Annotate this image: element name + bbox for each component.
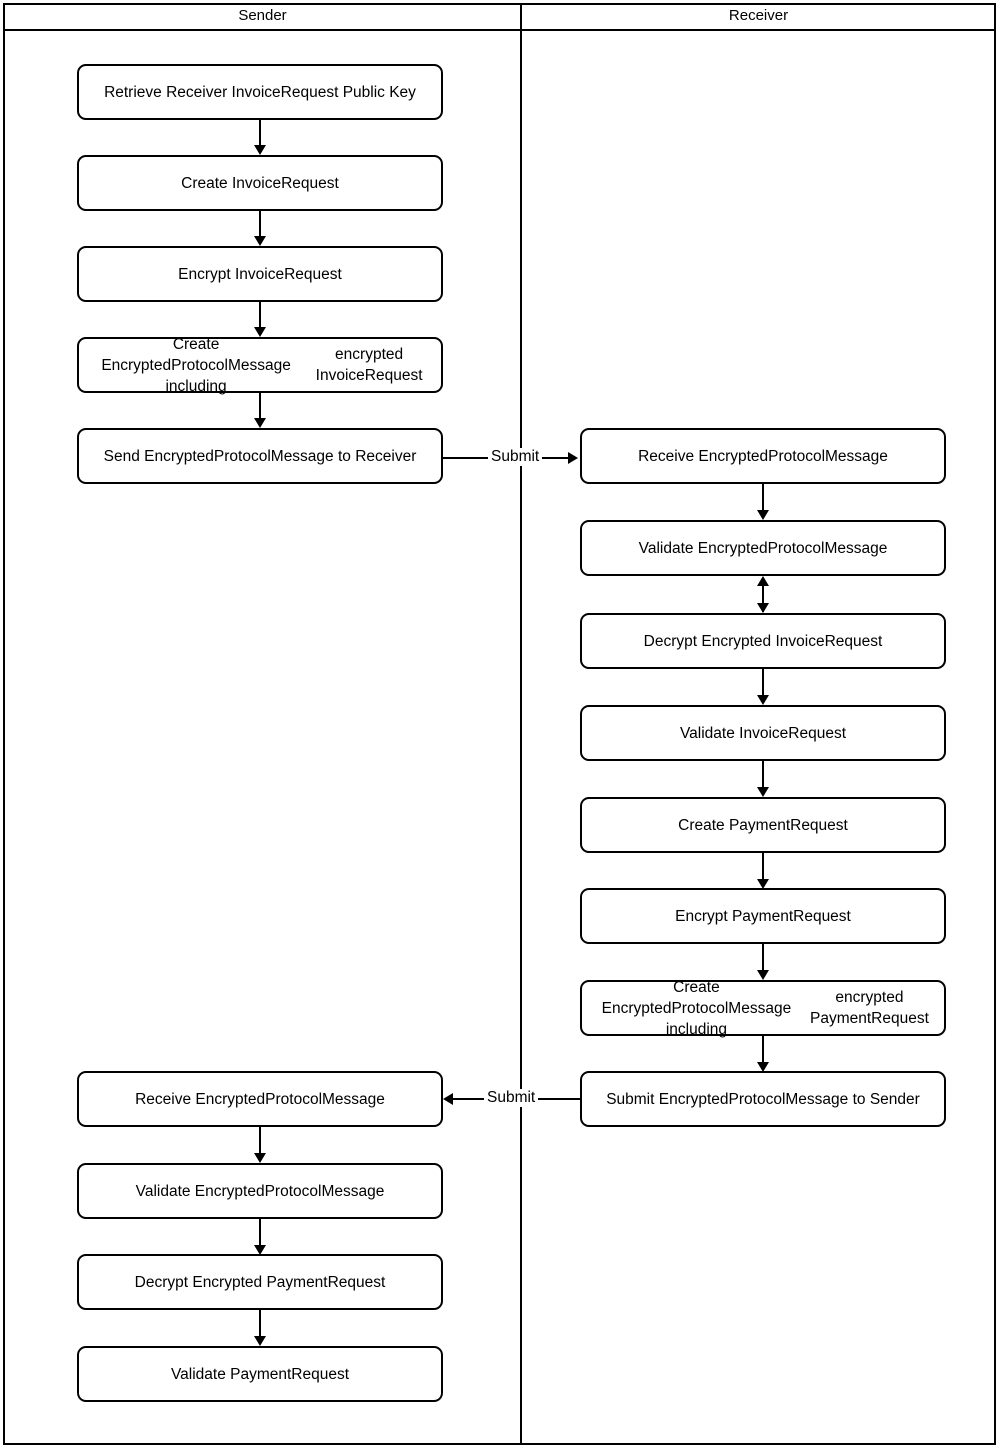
node-create-invoicerequest[interactable]: Create InvoiceRequest — [77, 155, 443, 211]
node-create-epm-paymentrequest[interactable]: Create EncryptedProtocolMessage includin… — [580, 979, 946, 1038]
node-receive-epm-receiver[interactable]: Receive EncryptedProtocolMessage — [580, 428, 946, 484]
arrowhead-s4-s5 — [254, 418, 266, 428]
arrowhead-s6-s7 — [254, 1153, 266, 1163]
lane-title-sender: Sender — [238, 7, 287, 24]
arrowhead-r3-to-r2 — [757, 576, 769, 586]
arrowhead-r7-r8 — [757, 1062, 769, 1072]
node-validate-invoicerequest[interactable]: Validate InvoiceRequest — [580, 705, 946, 761]
connector-s2-s3 — [259, 211, 261, 236]
arrowhead-r5-r6 — [757, 879, 769, 889]
node-create-epm-invoicerequest[interactable]: Create EncryptedProtocolMessage includin… — [77, 336, 443, 395]
arrowhead-s7-s8 — [254, 1245, 266, 1255]
lane-title-receiver: Receiver — [728, 7, 789, 24]
arrowhead-s2-s3 — [254, 236, 266, 246]
connector-s6-s7 — [259, 1127, 261, 1153]
node-line-2: encrypted InvoiceRequest — [315, 346, 423, 384]
connector-s7-s8 — [259, 1219, 261, 1245]
connector-r5-r6 — [762, 853, 764, 879]
connector-r4-r5 — [762, 761, 764, 787]
arrowhead-r2-to-r3 — [757, 603, 769, 613]
node-retrieve-receiver-public-key[interactable]: Retrieve Receiver InvoiceRequest Public … — [77, 64, 443, 120]
lane-vertical-divider — [520, 3, 522, 1445]
arrowhead-sender-to-receiver — [568, 452, 578, 464]
node-send-epm-to-receiver[interactable]: Send EncryptedProtocolMessage to Receive… — [77, 428, 443, 484]
arrowhead-s8-s9 — [254, 1336, 266, 1346]
arrowhead-r1-r2 — [757, 510, 769, 520]
node-receive-epm-sender[interactable]: Receive EncryptedProtocolMessage — [77, 1071, 443, 1127]
node-validate-paymentrequest[interactable]: Validate PaymentRequest — [77, 1346, 443, 1402]
node-encrypt-invoicerequest[interactable]: Encrypt InvoiceRequest — [77, 246, 443, 302]
connector-r1-r2 — [762, 484, 764, 510]
node-line-1: Create EncryptedProtocolMessage includin… — [601, 978, 792, 1038]
node-validate-epm-receiver[interactable]: Validate EncryptedProtocolMessage — [580, 520, 946, 576]
connector-r2-r3-bidirectional — [762, 578, 764, 612]
connector-s8-s9 — [259, 1310, 261, 1336]
edge-label-submit-to-sender: Submit — [484, 1089, 539, 1107]
arrowhead-r6-r7 — [757, 970, 769, 980]
node-encrypt-paymentrequest[interactable]: Encrypt PaymentRequest — [580, 888, 946, 944]
lane-header-divider — [3, 29, 996, 31]
node-submit-epm-to-sender[interactable]: Submit EncryptedProtocolMessage to Sende… — [580, 1071, 946, 1127]
node-line-2: encrypted PaymentRequest — [809, 989, 929, 1027]
arrowhead-r4-r5 — [757, 787, 769, 797]
edge-label-submit-to-receiver: Submit — [488, 448, 543, 466]
connector-r6-r7 — [762, 944, 764, 970]
connector-s3-s4 — [259, 302, 261, 327]
connector-s4-s5 — [259, 393, 261, 418]
node-decrypt-encrypted-paymentrequest[interactable]: Decrypt Encrypted PaymentRequest — [77, 1254, 443, 1310]
connector-r7-r8 — [762, 1036, 764, 1062]
arrowhead-r3-r4 — [757, 695, 769, 705]
arrowhead-receiver-to-sender — [443, 1093, 453, 1105]
connector-r3-r4 — [762, 669, 764, 695]
node-line-1: Create EncryptedProtocolMessage includin… — [101, 335, 291, 395]
node-decrypt-encrypted-invoicerequest[interactable]: Decrypt Encrypted InvoiceRequest — [580, 613, 946, 669]
arrowhead-s3-s4 — [254, 327, 266, 337]
node-validate-epm-sender[interactable]: Validate EncryptedProtocolMessage — [77, 1163, 443, 1219]
node-create-paymentrequest[interactable]: Create PaymentRequest — [580, 797, 946, 853]
connector-s1-s2 — [259, 120, 261, 145]
arrowhead-s1-s2 — [254, 145, 266, 155]
